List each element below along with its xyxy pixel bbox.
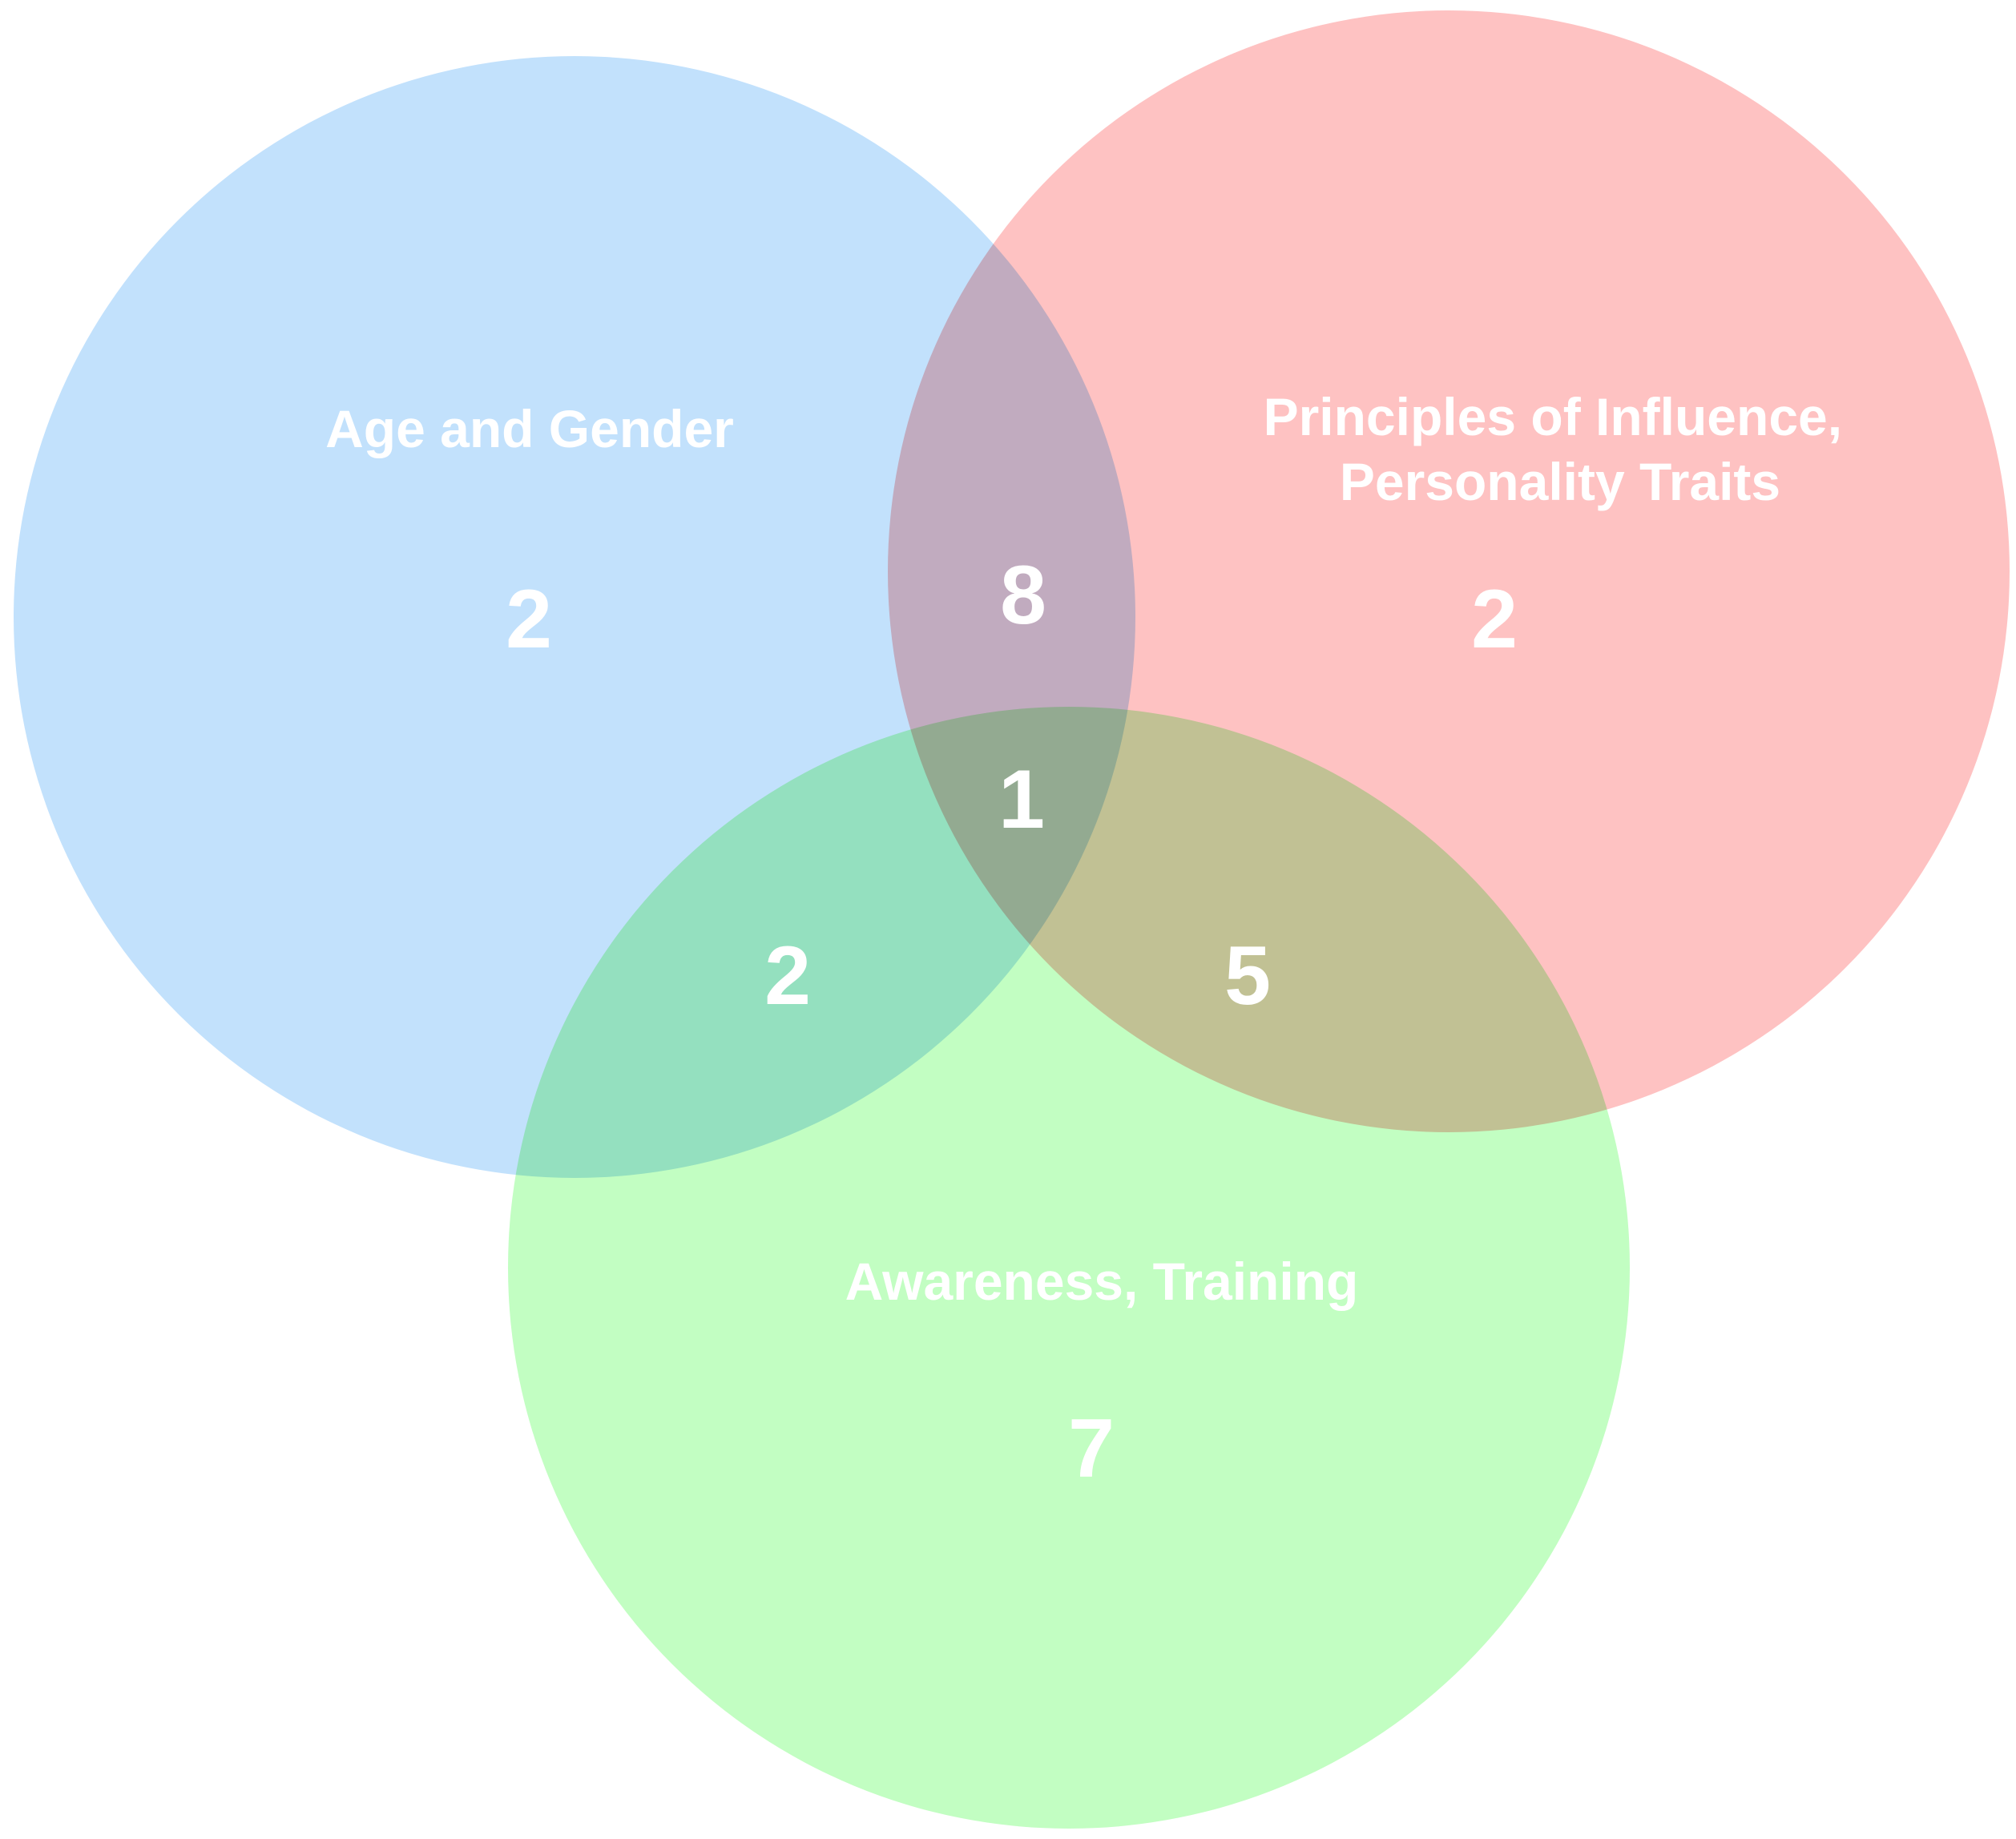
set-label-influence-personality-line-1: Principles of Influence, xyxy=(1264,387,1843,446)
count-awareness-training-only: 7 xyxy=(1068,1402,1115,1495)
count-influence-personality-only: 2 xyxy=(1471,573,1518,666)
set-circle-awareness-training xyxy=(508,707,1630,1829)
count-age-gender-and-awareness-training: 2 xyxy=(764,930,811,1022)
circles-layer xyxy=(14,10,2010,1829)
count-influence-personality-and-awareness-training: 5 xyxy=(1224,930,1271,1022)
set-label-age-gender: Age and Gender xyxy=(325,399,734,458)
set-label-awareness-training: Awareness, Training xyxy=(845,1252,1359,1311)
count-age-gender-and-influence-personality: 8 xyxy=(1000,549,1046,642)
count-age-gender-only: 2 xyxy=(506,573,552,666)
labels-layer: Age and Gender Principles of Influence, … xyxy=(325,387,1857,1311)
counts-layer: 2 2 7 8 2 5 1 xyxy=(506,549,1518,1495)
set-label-age-gender-line-1: Age and Gender xyxy=(325,399,734,458)
set-label-influence-personality: Principles of Influence, Personality Tra… xyxy=(1264,387,1857,511)
set-label-awareness-training-line-1: Awareness, Training xyxy=(845,1252,1359,1311)
set-label-influence-personality-line-2: Personality Traits xyxy=(1340,452,1780,511)
count-all-three: 1 xyxy=(998,753,1045,846)
